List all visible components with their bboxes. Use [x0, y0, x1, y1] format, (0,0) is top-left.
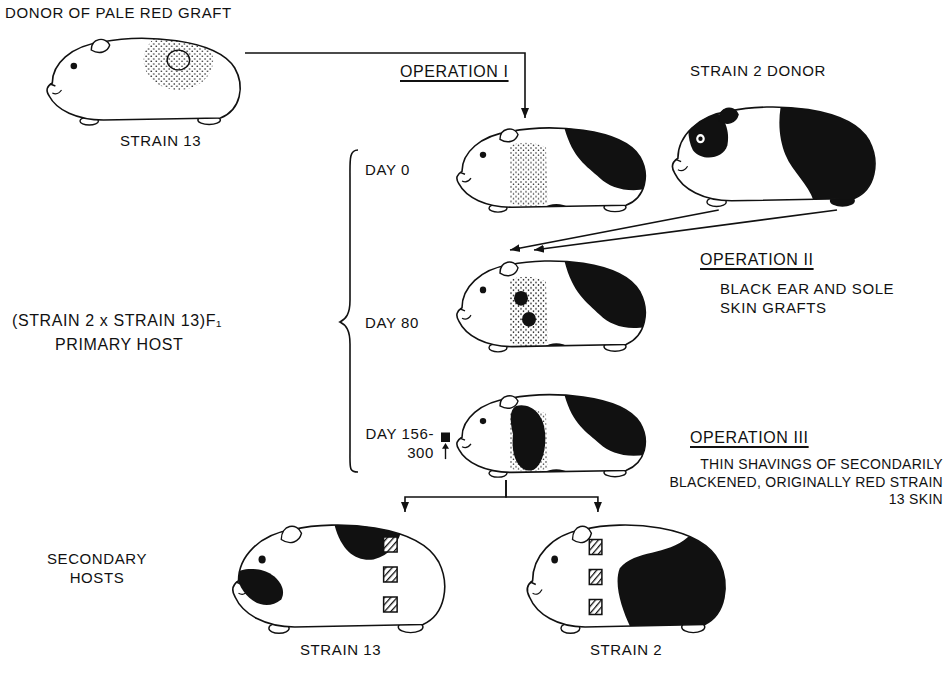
coat-markings — [510, 118, 650, 215]
stippled-red-graft — [510, 277, 548, 346]
guinea-pig-drawing — [450, 118, 650, 215]
eye — [551, 556, 558, 564]
animal-label: STRAIN 2 DONOR — [690, 62, 826, 81]
ear — [281, 526, 301, 542]
animal-label: DAY 80 — [365, 314, 419, 333]
nose — [460, 172, 465, 174]
transplanted-shaving — [589, 600, 602, 615]
transplanted-shaving — [384, 537, 398, 552]
black-graft-spot — [514, 291, 528, 306]
animal-label: STRAIN 2 — [590, 641, 662, 660]
eye — [480, 152, 486, 158]
guinea-pig: DAY 80 — [450, 250, 650, 355]
black-coat-patch — [332, 512, 405, 560]
eye — [259, 556, 266, 564]
guinea-pig: DONOR OF PALE RED GRAFTSTRAIN 13 — [40, 28, 245, 128]
coat-markings — [510, 385, 650, 480]
animal-label: STRAIN 13 — [120, 132, 201, 151]
eye — [480, 418, 486, 424]
ear — [500, 129, 518, 142]
mouth — [239, 590, 249, 595]
operation-heading: OPERATION III — [690, 428, 809, 448]
eye — [698, 136, 702, 141]
animal-label: DAY 0 — [365, 161, 410, 180]
shaving-arrowhead — [442, 443, 449, 449]
animal-label: DONOR OF PALE RED GRAFT — [5, 4, 232, 23]
shaving-square — [441, 433, 450, 443]
black-graft-spot — [522, 312, 536, 327]
stippled-red-graft — [510, 143, 548, 207]
body-outline — [457, 395, 645, 473]
transfer-arrow — [534, 210, 837, 250]
nose — [531, 582, 536, 585]
guinea-pig-drawing — [450, 385, 650, 480]
graft-outline — [167, 50, 190, 70]
guinea-pig: STRAIN 2 DONOR — [665, 95, 880, 210]
transplanted-shaving — [384, 597, 398, 612]
guinea-pig-drawing — [450, 250, 650, 355]
body-outline — [527, 525, 725, 627]
nose — [50, 84, 55, 86]
operation-heading: OPERATION I — [400, 62, 509, 82]
body-outline — [672, 107, 875, 201]
eye-ring — [696, 134, 705, 143]
timeline-brace — [340, 150, 358, 472]
annotation: (STRAIN 2 x STRAIN 13)F₁ — [12, 311, 222, 331]
nose — [676, 159, 681, 161]
guinea-pig-drawing — [40, 28, 245, 128]
coat-markings — [510, 250, 650, 355]
guinea-pig-drawing — [520, 512, 730, 637]
guinea-pig: DAY 156- 300 — [450, 385, 650, 480]
black-coat-patch — [236, 569, 283, 605]
guinea-pig: DAY 0 — [450, 118, 650, 215]
body-outline — [457, 261, 645, 347]
transplanted-shaving — [589, 570, 602, 585]
body-outline — [233, 525, 445, 627]
mouth — [462, 315, 471, 319]
guinea-pig-drawing — [665, 95, 880, 210]
nose — [460, 309, 465, 311]
body-fill — [233, 525, 445, 627]
animal-label: STRAIN 13 — [300, 641, 381, 660]
operation-heading: OPERATION II — [700, 250, 814, 270]
nose — [460, 438, 465, 440]
mouth — [678, 166, 688, 170]
coat-markings — [688, 95, 880, 210]
ear — [500, 396, 518, 408]
mouth — [533, 590, 542, 595]
black-graft-spot — [511, 405, 546, 470]
annotation: BLACK EAR AND SOLE SKIN GRAFTS — [720, 280, 925, 318]
transplanted-shaving — [589, 540, 602, 555]
mouth — [462, 444, 471, 448]
annotation: SECONDARY HOSTS — [38, 550, 156, 588]
transfer-arrow — [245, 53, 525, 118]
ear — [91, 39, 109, 52]
transfer-arrow — [506, 480, 598, 512]
guinea-pig: STRAIN 13 — [225, 512, 450, 637]
eye — [480, 287, 486, 294]
annotation: PRIMARY HOST — [55, 335, 183, 355]
animal-label: DAY 156- 300 — [354, 425, 434, 463]
mouth — [462, 178, 471, 182]
transplanted-shaving — [384, 567, 398, 582]
transfer-arrow — [405, 480, 506, 512]
black-coat-patch — [779, 95, 880, 210]
annotation: THIN SHAVINGS OF SECONDARILY BLACKENED, … — [668, 456, 943, 509]
body-outline — [457, 128, 645, 207]
mouth — [52, 90, 61, 94]
guinea-pig-drawing — [225, 512, 450, 637]
guinea-pig: STRAIN 2 — [520, 512, 730, 637]
body-outline — [47, 38, 240, 120]
ear — [719, 108, 738, 123]
ear — [500, 262, 518, 276]
eye — [71, 63, 78, 69]
nose — [236, 582, 242, 585]
